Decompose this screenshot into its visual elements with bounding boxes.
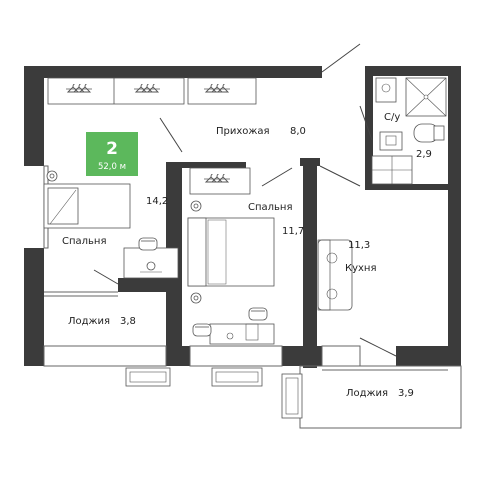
sofa-icon (317, 239, 353, 311)
bedroom-mid-name: Спальня (248, 202, 293, 213)
kitchen-area: 11,3 (348, 240, 370, 251)
door-swings (93, 43, 397, 357)
badge-area: 52,0 м (98, 162, 126, 172)
desk-left (123, 237, 179, 279)
apartment-badge: 2 52,0 м (86, 132, 138, 176)
badge-bg (86, 132, 138, 176)
hallway-name: Прихожая (216, 126, 270, 137)
loggia-right-name: Лоджия (346, 388, 388, 399)
walls (24, 66, 461, 368)
bed-mid (187, 200, 275, 304)
bed-left (43, 170, 131, 229)
bedroom-mid-area: 11,7 (282, 226, 304, 237)
lamp-icon (46, 170, 58, 182)
bathroom-fixtures (371, 77, 447, 185)
room-labels: 14,2 Спальня Прихожая 8,0 С/у 2,9 Спальн… (62, 112, 432, 399)
loggia-left-name: Лоджия (68, 316, 110, 327)
loggia-right-area: 3,9 (398, 388, 414, 399)
bedroom-left-name: Спальня (62, 236, 107, 247)
hallway-area: 8,0 (290, 126, 306, 137)
desk-icon (123, 247, 179, 279)
chair-icon (138, 237, 158, 251)
bathroom-area: 2,9 (416, 149, 432, 160)
bedroom-left-area: 14,2 (146, 196, 168, 207)
door-icon (321, 43, 361, 73)
badge-rooms: 2 (106, 139, 118, 159)
bathroom-name: С/у (384, 112, 400, 123)
window-icon (125, 367, 303, 419)
wardrobes (47, 77, 257, 195)
loggia-left-area: 3,8 (120, 316, 136, 327)
kitchen-name: Кухня (345, 263, 377, 274)
thin-walls (43, 165, 462, 429)
desk-mid (192, 307, 275, 345)
sink-icon (379, 131, 403, 151)
